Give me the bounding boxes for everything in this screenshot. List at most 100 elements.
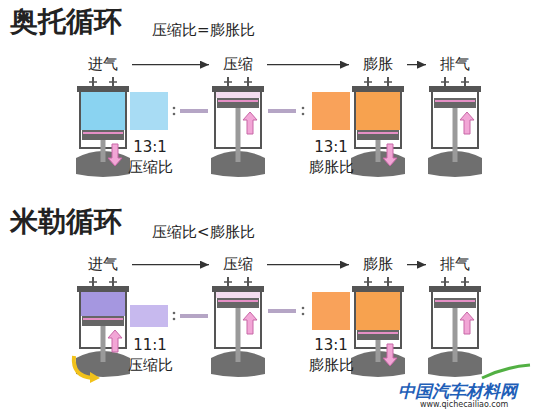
valve-spring <box>244 81 252 83</box>
cylinder-head <box>77 286 129 292</box>
text-label: 米勒循环 <box>10 206 122 238</box>
connecting-rod <box>453 106 458 162</box>
connecting-rod <box>376 138 381 162</box>
volume-bar <box>180 314 208 318</box>
ratio-colon <box>302 313 305 316</box>
piston <box>357 130 399 140</box>
flow-arrow <box>407 264 426 265</box>
valve-spring <box>364 281 372 283</box>
ratio-colon <box>302 307 305 310</box>
text-label: 13:1 <box>314 139 348 156</box>
cylinder-drawing <box>351 277 405 377</box>
cylinder-drawing <box>351 77 405 177</box>
text-label: 中国汽车材料网 <box>398 383 517 400</box>
text-label: 13:1 <box>133 139 167 156</box>
valve-spring <box>224 281 232 283</box>
piston-ring <box>358 132 398 134</box>
cylinder-head <box>212 86 264 92</box>
stage-name: 压缩 <box>212 56 264 73</box>
cylinder-head <box>352 286 404 292</box>
cylinder-charge <box>81 91 125 130</box>
connecting-rod <box>101 138 106 162</box>
stroke-stage: 压缩 <box>212 256 264 378</box>
piston-ring <box>435 100 475 102</box>
cylinder-head <box>352 86 404 92</box>
connecting-rod <box>453 306 458 362</box>
cylinder-charge <box>356 291 400 330</box>
piston <box>82 316 124 326</box>
text-label: 压缩比=膨胀比 <box>152 22 255 39</box>
ratio-colon <box>173 312 176 315</box>
cylinder-drawing <box>211 77 265 177</box>
piston <box>217 298 259 308</box>
text-label: 压缩比 <box>128 159 173 176</box>
stage-name: 膨胀 <box>352 256 404 273</box>
crank-rotation-head <box>90 372 100 383</box>
flow-arrow <box>267 264 349 265</box>
valve-spring <box>461 281 469 283</box>
text-label: 11:1 <box>133 337 167 354</box>
valve-spring <box>89 81 97 83</box>
stroke-stage: 进气 <box>77 56 129 178</box>
volume-square <box>312 92 350 130</box>
volume-square <box>312 292 350 330</box>
text-label: 奥托循环 <box>10 6 122 38</box>
volume-bar <box>268 309 296 313</box>
piston-motion-arrow <box>108 144 122 166</box>
valve-spring <box>109 81 117 83</box>
piston-ring <box>83 318 123 320</box>
text-label: 13:1 <box>314 337 348 354</box>
valve-spring <box>109 281 117 283</box>
cylinder-charge <box>433 291 477 298</box>
flow-arrow <box>132 264 209 265</box>
piston-motion-arrow <box>243 112 257 134</box>
cylinder-drawing <box>428 277 482 377</box>
cylinder-wall <box>355 290 401 348</box>
valve-spring <box>384 281 392 283</box>
cylinder-charge <box>216 91 260 98</box>
valve-spring <box>384 81 392 83</box>
cylinder-charge <box>216 291 260 298</box>
valve-spring <box>461 81 469 83</box>
stage-name: 压缩 <box>212 256 264 273</box>
text-label: 膨胀比 <box>309 159 354 176</box>
valve-spring <box>224 81 232 83</box>
cylinder-drawing <box>428 77 482 177</box>
cylinder-head <box>429 286 481 292</box>
stage-name: 排气 <box>429 256 481 273</box>
text-label: 压缩比 <box>128 357 173 374</box>
cylinder-head <box>212 286 264 292</box>
volume-bar <box>180 109 208 113</box>
watermark-swoosh <box>482 365 530 378</box>
stroke-stage: 进气 <box>77 256 129 378</box>
stroke-stage: 排气 <box>429 56 481 178</box>
cylinder-charge <box>433 91 477 98</box>
cylinder-head <box>429 86 481 92</box>
piston-ring <box>83 132 123 134</box>
ratio-colon <box>173 107 176 110</box>
cylinder-drawing <box>76 77 130 177</box>
ratio-volume <box>268 92 350 130</box>
piston-motion-arrow <box>460 112 474 134</box>
text-label: 压缩比<膨胀比 <box>152 224 255 241</box>
connecting-rod <box>236 106 241 162</box>
stage-name: 进气 <box>77 56 129 73</box>
piston-ring <box>358 332 398 334</box>
volume-square <box>130 305 168 327</box>
cylinder-drawing <box>211 277 265 377</box>
ratio-volume <box>268 292 350 330</box>
stroke-stage: 压缩 <box>212 56 264 178</box>
piston <box>357 330 399 340</box>
cylinder-head <box>77 86 129 92</box>
piston-motion-arrow <box>108 330 122 352</box>
cylinder-charge <box>356 91 400 130</box>
ratio-colon <box>302 113 305 116</box>
stage-name: 膨胀 <box>352 56 404 73</box>
text-label: 膨胀比 <box>309 357 354 374</box>
cylinder-wall <box>355 90 401 148</box>
piston-motion-arrow <box>383 144 397 166</box>
flow-arrow <box>267 64 349 65</box>
text-label: www.qichecailiao.com <box>420 401 508 409</box>
piston <box>217 98 259 108</box>
